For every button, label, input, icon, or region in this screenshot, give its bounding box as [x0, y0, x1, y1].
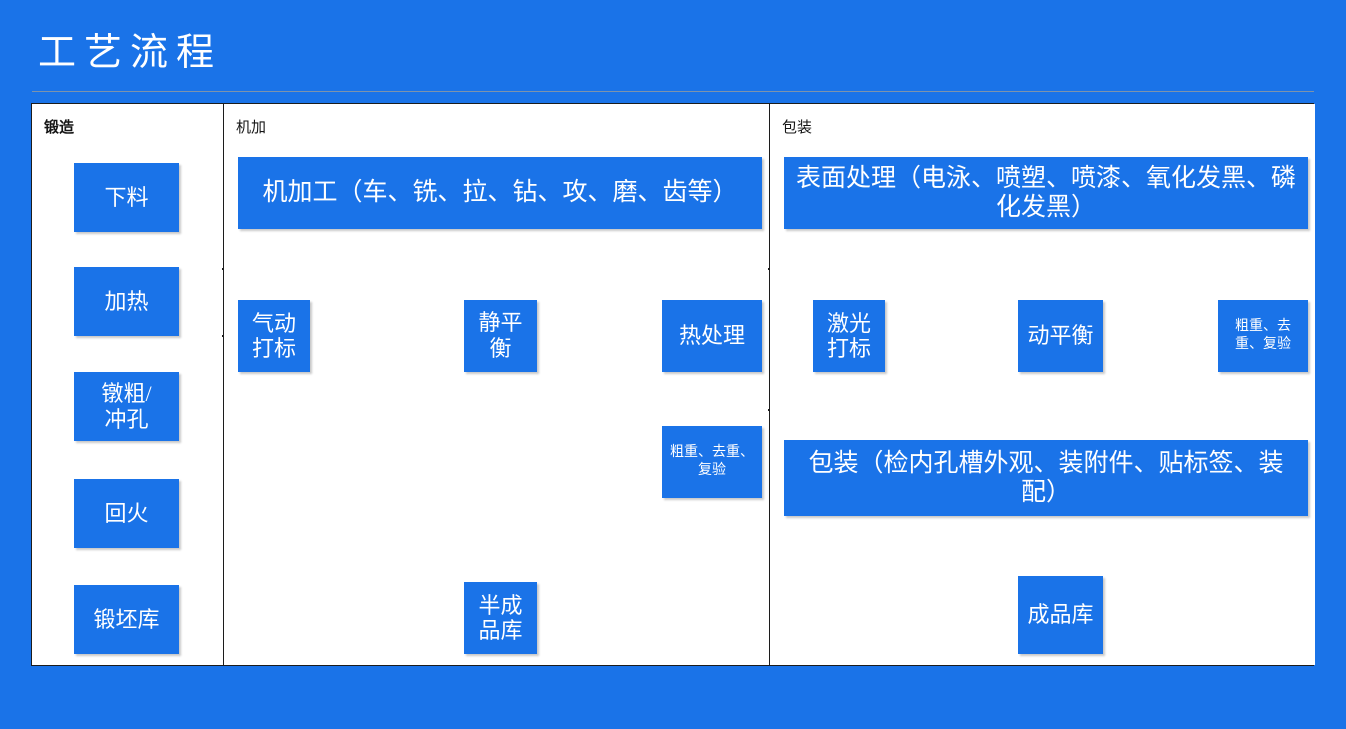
node-jing-pingheng[interactable]: 静平衡 [464, 300, 537, 372]
page-title: 工艺流程 [38, 32, 223, 74]
node-jiguang-dabiao[interactable]: 激光打标 [813, 300, 885, 372]
lane-forging: 锻造 下料 加热 镦粗/ 冲孔 回火 锻坯库 [32, 104, 222, 665]
node-bancheng-pinku[interactable]: 半成品库 [464, 582, 537, 654]
title-divider [32, 91, 1314, 92]
node-duncu-chongkong[interactable]: 镦粗/ 冲孔 [74, 372, 179, 441]
node-dong-pingheng[interactable]: 动平衡 [1018, 300, 1103, 372]
lane-machining: 机加 机加工（车、铣、拉、钻、攻、磨、齿等） 气动打标 静平衡 热处理 粗重、去… [223, 104, 768, 665]
flowchart-frame: 锻造 下料 加热 镦粗/ 冲孔 回火 锻坯库 机加 机加工（车、铣、拉、钻、攻、… [31, 103, 1315, 666]
lane-header-machining: 机加 [236, 119, 267, 136]
lane-header-forging: 锻造 [44, 119, 75, 136]
node-baozhuang[interactable]: 包装（检内孔槽外观、装附件、贴标签、装配） [784, 440, 1308, 516]
node-jijiagong[interactable]: 机加工（车、铣、拉、钻、攻、磨、齿等） [238, 157, 762, 229]
node-chengpinku[interactable]: 成品库 [1018, 576, 1103, 654]
node-duanpeiku[interactable]: 锻坯库 [74, 585, 179, 654]
node-huihuo[interactable]: 回火 [74, 479, 179, 548]
node-jiare[interactable]: 加热 [74, 267, 179, 336]
node-cuzhong-quzhong-fuyan-packaging[interactable]: 粗重、去重、复验 [1218, 300, 1308, 372]
node-qidong-dabiao[interactable]: 气动打标 [238, 300, 310, 372]
lane-header-packaging: 包装 [782, 119, 813, 136]
node-rechuli[interactable]: 热处理 [662, 300, 762, 372]
lane-packaging: 包装 表面处理（电泳、喷塑、喷漆、氧化发黑、磷化发黑） 激光打标 动平衡 粗重、… [769, 104, 1315, 665]
node-biaomian-chuli[interactable]: 表面处理（电泳、喷塑、喷漆、氧化发黑、磷化发黑） [784, 157, 1308, 229]
node-cuzhong-quzhong-fuyan-machining[interactable]: 粗重、去重、复验 [662, 426, 762, 498]
node-xialiao[interactable]: 下料 [74, 163, 179, 232]
